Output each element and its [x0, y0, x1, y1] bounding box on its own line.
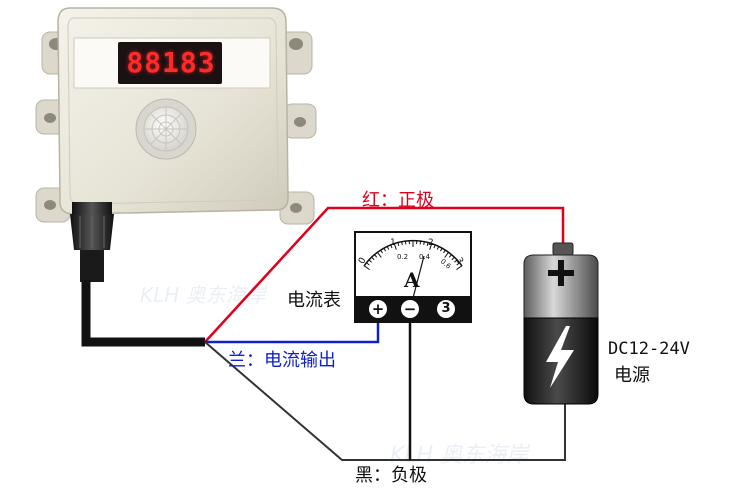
scale-tick [373, 253, 378, 258]
range-terminal: 3 [441, 301, 451, 316]
ammeter-label: 电流表 [287, 290, 341, 311]
scale-label-2: 2 [428, 238, 434, 248]
scale-tick [397, 241, 400, 246]
scale-tick [423, 241, 425, 246]
wires [81, 206, 566, 461]
meter-needle [412, 255, 425, 299]
power-source-label: 电源 [614, 365, 650, 386]
scale-tick [419, 240, 422, 245]
voltage-label: DC12-24V [608, 339, 690, 359]
scale-tick [390, 244, 393, 249]
watermark-logo: KLH 奥东海岸 KLH 奥东海岸 [140, 283, 530, 468]
scale-tick [393, 242, 397, 250]
scale-tick [368, 259, 372, 263]
scale-tick [379, 249, 383, 254]
blue-wire-label: 兰：电流输出 [228, 350, 336, 371]
black-wire-label: 黑：负极 [355, 465, 427, 486]
led-display: 88183 [126, 46, 216, 79]
scale-tick [365, 262, 370, 266]
scale-tick [448, 253, 453, 258]
scale-tick [454, 259, 458, 263]
scale-tick [429, 242, 433, 250]
meter-unit: A [404, 268, 420, 292]
svg-text:KLH 奥东海岸: KLH 奥东海岸 [390, 443, 530, 468]
scale-minor-label-1: 0.2 [397, 253, 409, 261]
scale-tick [451, 256, 456, 261]
scale-tick [386, 245, 390, 250]
scale-tick [383, 247, 387, 252]
scale-tick [426, 241, 429, 246]
scale-tick [370, 256, 375, 261]
scale-minor-label-2: 0.4 [419, 253, 431, 261]
scale-tick [444, 251, 450, 258]
positive-terminal: + [371, 300, 385, 318]
scale-label-1: 1 [390, 238, 396, 248]
scale-tick [436, 245, 440, 250]
ammeter [354, 231, 472, 323]
main-cable [81, 280, 205, 347]
negative-terminal: − [403, 300, 417, 318]
scale-tick [456, 262, 461, 266]
scale-tick [443, 249, 447, 254]
battery [523, 242, 599, 405]
sensor-housing [35, 7, 317, 282]
lightning-icon [546, 326, 574, 388]
scale-tick [376, 251, 382, 258]
black-wire [204, 341, 566, 461]
svg-text:KLH 奥东海岸: KLH 奥东海岸 [140, 283, 268, 307]
red-wire [204, 206, 565, 343]
blue-wire [205, 320, 380, 344]
scale-tick [401, 241, 403, 246]
scale-tick [433, 244, 436, 249]
scale-tick [456, 265, 463, 271]
scale-tick [363, 265, 370, 271]
scale-tick [439, 247, 443, 252]
red-wire-label: 红：正极 [362, 190, 434, 211]
scale-tick [404, 240, 407, 245]
